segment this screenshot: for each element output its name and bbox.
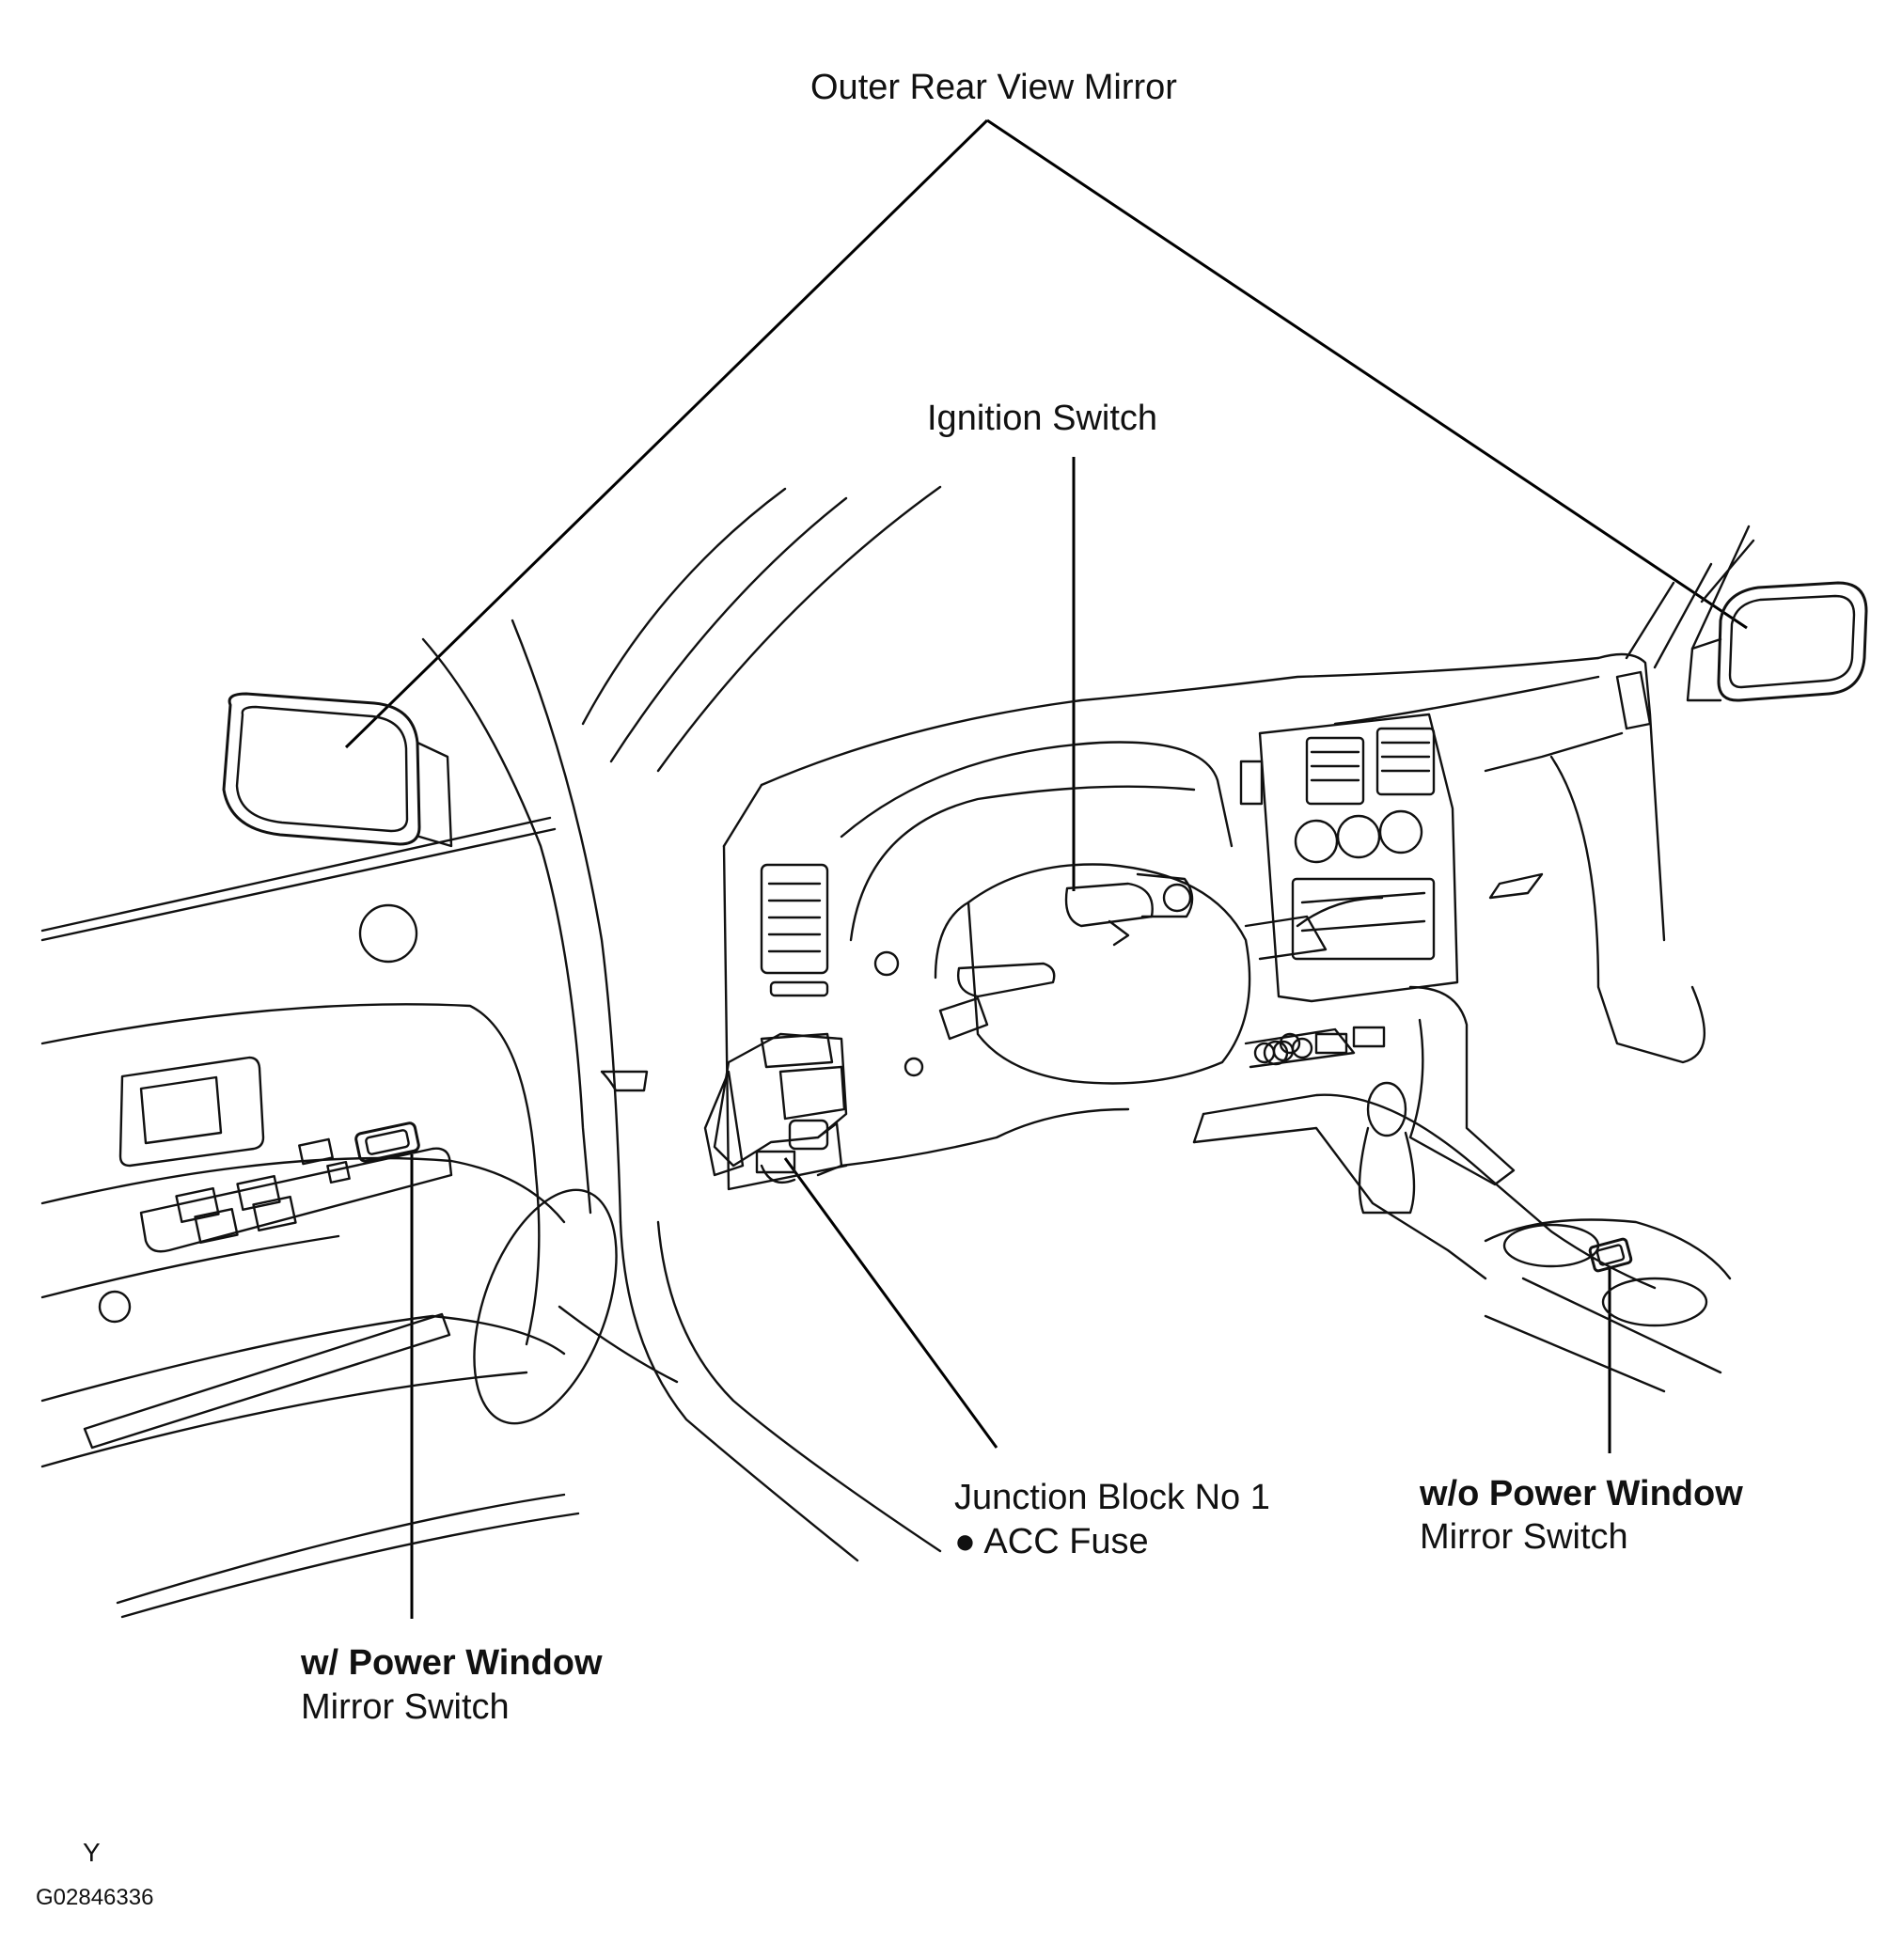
right-outer-mirror xyxy=(1686,525,1868,702)
dashboard xyxy=(722,652,1666,1191)
ignition-switch-label: Ignition Switch xyxy=(927,399,1158,438)
left-vent-slats xyxy=(767,882,822,953)
steering-column xyxy=(934,863,1384,1085)
leader-outer-mirror-right xyxy=(986,118,1748,630)
corner-letter: Y xyxy=(83,1838,101,1867)
acc-fuse-label: ACC Fuse xyxy=(983,1522,1149,1561)
figure-code: G02846336 xyxy=(36,1885,154,1910)
a-pillar-and-door-frame xyxy=(421,485,942,1562)
center-vent-slats xyxy=(1310,741,1431,782)
bullet-icon: ● xyxy=(954,1522,976,1561)
center-console xyxy=(1192,985,1732,1393)
acc-fuse-label-row: ● ACC Fuse xyxy=(954,1520,1149,1563)
w-power-window-label: w/ Power Window xyxy=(301,1643,603,1683)
junction-block xyxy=(703,1032,848,1184)
wo-mirror-switch-label: Mirror Switch xyxy=(1420,1517,1628,1557)
lower-dashboard xyxy=(840,950,1386,1168)
outer-mirror-label: Outer Rear View Mirror xyxy=(810,68,1177,107)
leader-junction-block xyxy=(783,1157,998,1449)
left-outer-mirror xyxy=(222,692,453,848)
door-panel xyxy=(40,816,618,1619)
junction-block-label: Junction Block No 1 xyxy=(954,1478,1270,1517)
w-mirror-switch-label: Mirror Switch xyxy=(301,1687,510,1727)
right-door-opening xyxy=(1549,562,1713,1064)
leader-outer-mirror-left xyxy=(344,118,989,749)
wo-power-window-label: w/o Power Window xyxy=(1420,1474,1743,1513)
